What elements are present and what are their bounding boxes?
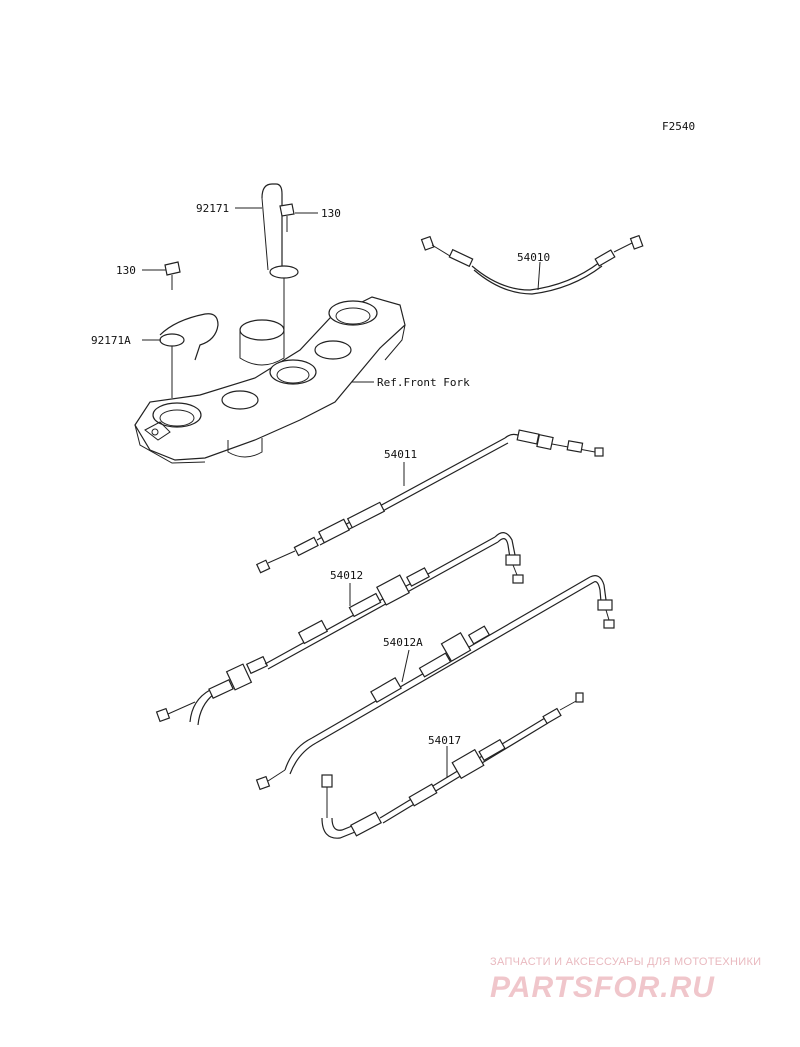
label-54017: 54017 [428,734,461,747]
watermark-subtitle: ЗАПЧАСТИ И АКСЕССУАРЫ ДЛЯ МОТОТЕХНИКИ [490,956,761,968]
bolt-130-left [164,261,181,290]
figure-code: F2540 [662,120,695,133]
label-54012: 54012 [330,569,363,582]
label-54010: 54010 [517,251,550,264]
cable-54012 [155,532,524,726]
watermark-brand: PARTSFOR.RU [490,971,715,1004]
cable-54017 [321,692,584,839]
label-92171a: 92171A [91,334,131,347]
label-ref-front-fork: Ref.Front Fork [377,376,470,389]
label-130-top: 130 [321,207,341,220]
bolt-130-top [279,203,295,232]
label-130-left: 130 [116,264,136,277]
label-92171: 92171 [196,202,229,215]
cable-guide-92171a [159,313,219,398]
cable-54010 [420,234,644,295]
label-54011: 54011 [384,448,417,461]
triple-clamp-part [134,296,406,464]
cable-guide-92171 [261,183,299,330]
cable-54012a [255,575,615,791]
label-54012a: 54012A [383,636,423,649]
cable-54011 [255,429,604,574]
